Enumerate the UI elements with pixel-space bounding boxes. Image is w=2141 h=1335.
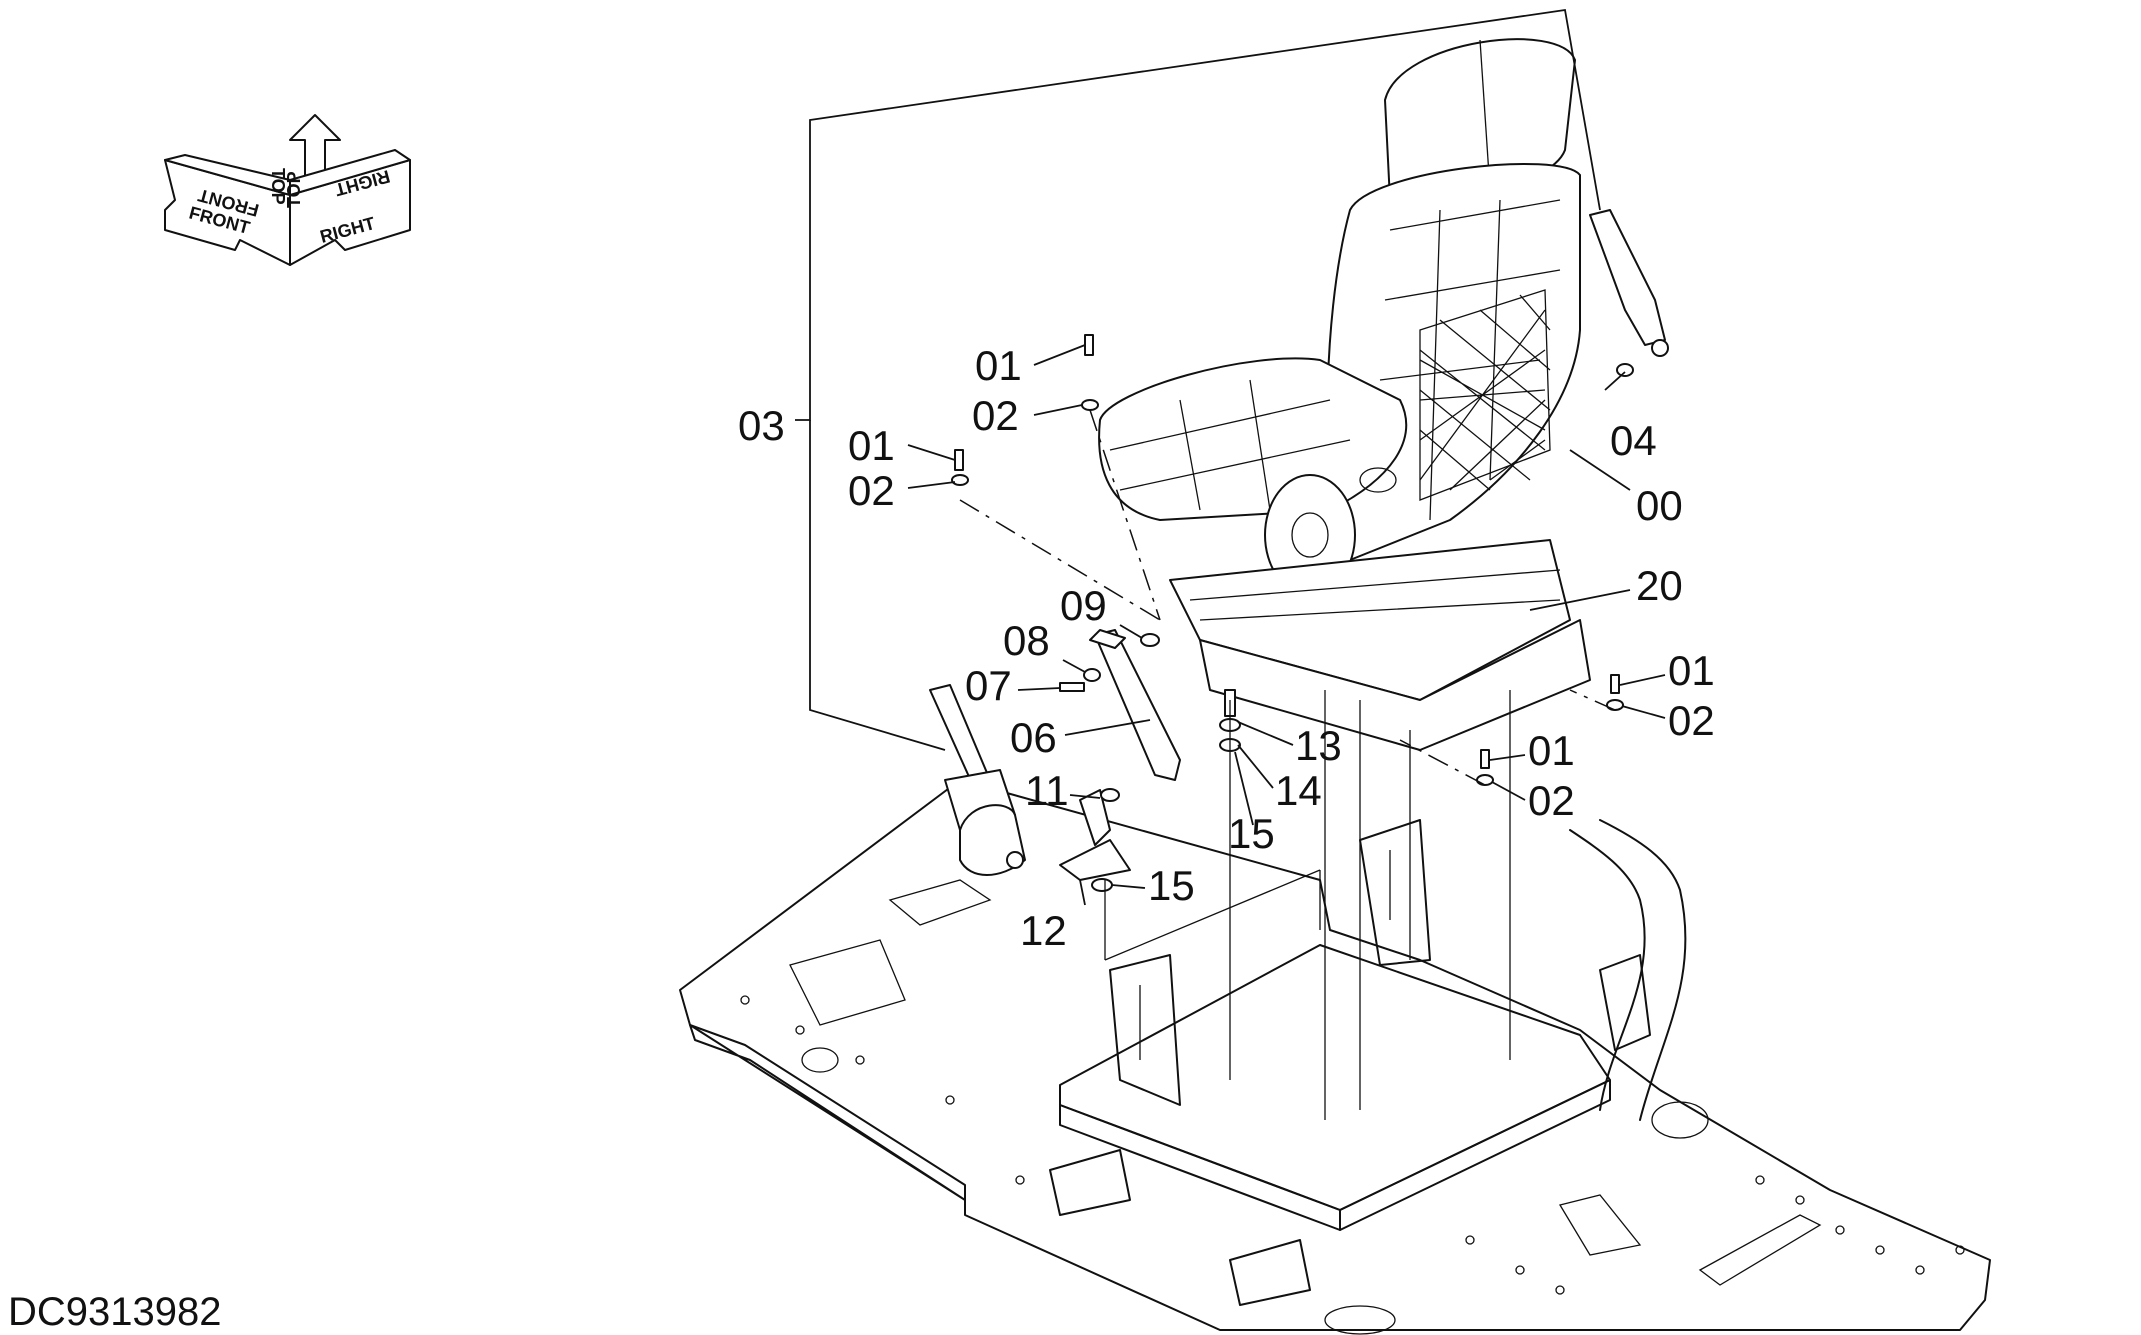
callout-02-right: 02 xyxy=(1668,697,1715,744)
seat-assembly xyxy=(1098,38,1591,751)
callout-14: 14 xyxy=(1275,767,1322,814)
callout-06: 06 xyxy=(1010,714,1057,761)
callout-09: 09 xyxy=(1060,582,1107,629)
callout-13: 13 xyxy=(1295,722,1342,769)
seat-belt-buckle-tongue xyxy=(1589,209,1669,357)
callout-01-upper: 01 xyxy=(975,342,1022,389)
callout-20: 20 xyxy=(1636,562,1683,609)
callout-01-front-right: 01 xyxy=(1528,727,1575,774)
belt-bracket xyxy=(1089,629,1181,781)
callout-07: 07 xyxy=(965,662,1012,709)
orientation-compass: FRONT FRONT TOP TOP RIGHT RIGHT xyxy=(164,114,411,266)
callout-08: 08 xyxy=(1003,617,1050,664)
compass-top-label: TOP xyxy=(268,168,288,205)
cab-floor-plate xyxy=(679,779,1991,1335)
callout-04: 04 xyxy=(1610,417,1657,464)
seat-back-net xyxy=(1419,289,1551,501)
callout-02-left: 02 xyxy=(848,467,895,514)
seat-belt-retractor xyxy=(929,684,1026,876)
callout-11: 11 xyxy=(1025,767,1069,814)
callout-01-left: 01 xyxy=(848,422,895,469)
callout-02-front-right: 02 xyxy=(1528,777,1575,824)
leader-lines xyxy=(795,8,1666,906)
callout-15-lower: 15 xyxy=(1148,862,1195,909)
callout-12: 12 xyxy=(1020,907,1067,954)
callout-03: 03 xyxy=(738,402,785,449)
callout-01-right: 01 xyxy=(1668,647,1715,694)
callout-00: 00 xyxy=(1636,482,1683,529)
drawing-number: DC9313982 xyxy=(8,1290,222,1334)
callout-02-upper: 02 xyxy=(972,392,1019,439)
seat-mount-frame xyxy=(1049,819,1687,1306)
callout-15-upper: 15 xyxy=(1228,810,1275,857)
compass-top-label-mirror: TOP xyxy=(284,171,304,208)
callout-labels: 03 01 02 01 02 04 00 20 01 02 01 02 09 0… xyxy=(738,342,1715,954)
projection-lines xyxy=(959,409,1616,1120)
seat-belt-buckle-part xyxy=(1059,789,1131,881)
